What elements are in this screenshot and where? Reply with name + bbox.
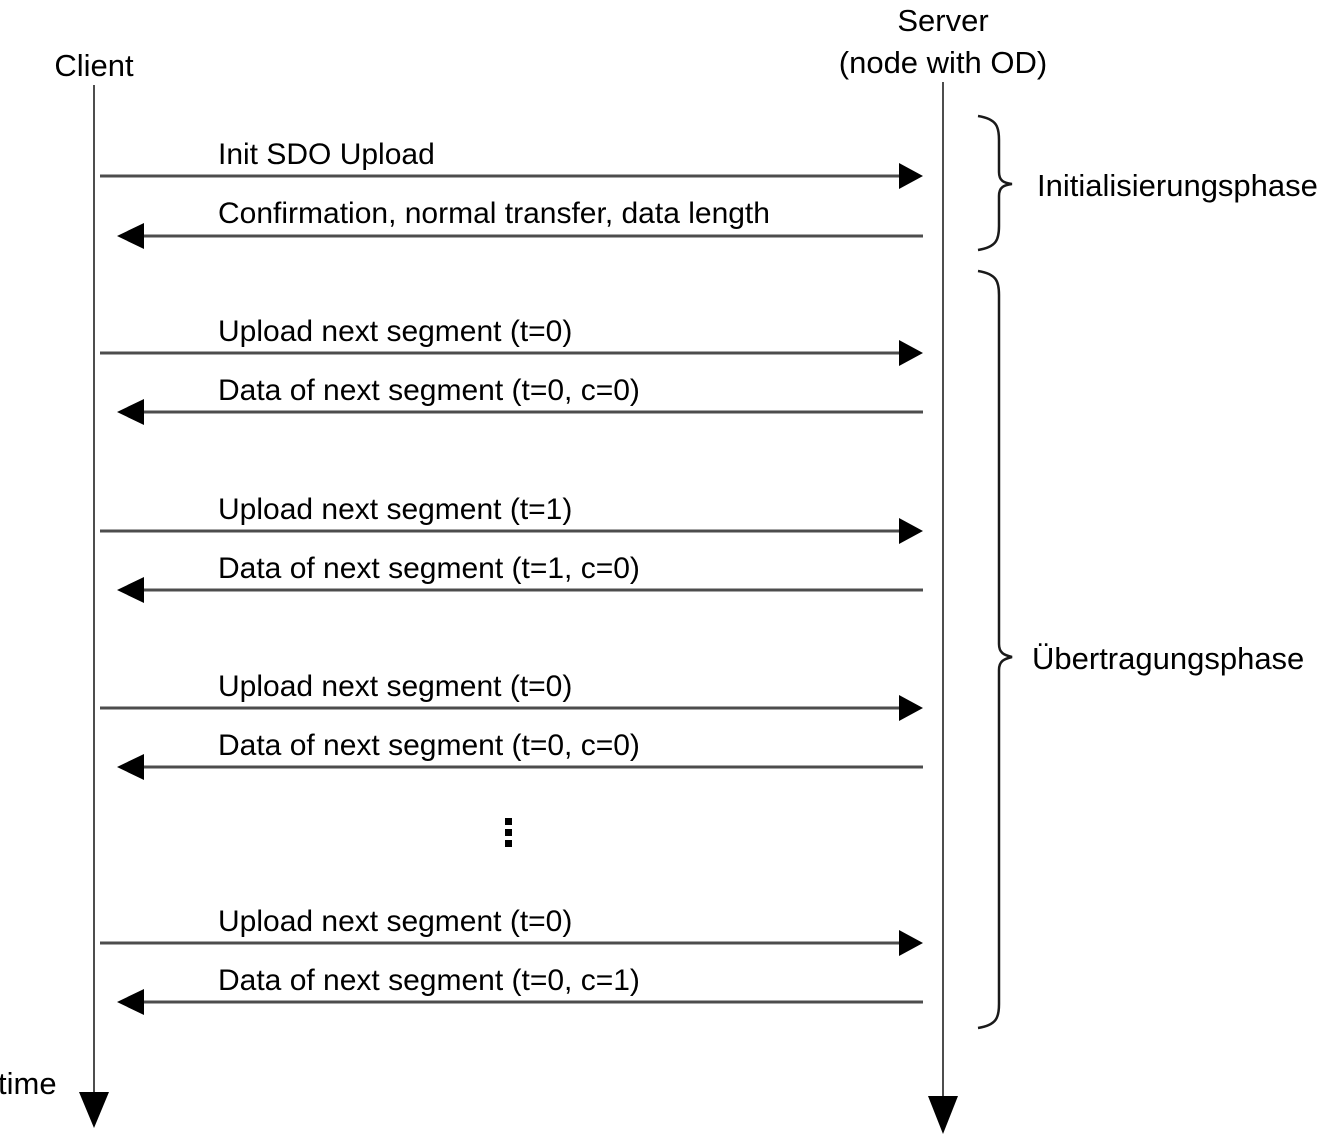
message-2: Confirmation, normal transfer, data leng… xyxy=(117,197,923,249)
message-arrowhead-6 xyxy=(117,577,144,603)
message-1: Init SDO Upload xyxy=(100,138,923,189)
brace-path-init xyxy=(977,114,1013,252)
phase-label-init: Initialisierungsphase xyxy=(1037,168,1318,203)
brace-path-transfer xyxy=(977,269,1013,1030)
message-label-1: Init SDO Upload xyxy=(218,138,435,171)
message-arrowhead-1 xyxy=(899,163,923,189)
message-arrowhead-4 xyxy=(117,399,144,425)
time-axis-label: time xyxy=(0,1066,57,1101)
lifeline-label-client: Client xyxy=(54,48,134,83)
message-label-3: Upload next segment (t=0) xyxy=(218,315,572,348)
message-arrowhead-7 xyxy=(899,695,923,721)
phase-brace-transfer: Übertragungsphase xyxy=(977,269,1304,1030)
phase-brace-init: Initialisierungsphase xyxy=(977,114,1318,252)
message-10: Data of next segment (t=0, c=1) xyxy=(117,964,923,1015)
phase-label-transfer: Übertragungsphase xyxy=(1032,641,1304,676)
lifeline-label-server-line1: Server xyxy=(897,3,988,38)
lifeline-label-server-line2: (node with OD) xyxy=(839,45,1047,80)
message-7: Upload next segment (t=0) xyxy=(100,670,923,721)
continuation-ellipsis-icon xyxy=(505,818,512,847)
lifeline-arrowhead-client xyxy=(79,1092,109,1128)
message-label-9: Upload next segment (t=0) xyxy=(218,905,572,938)
message-label-8: Data of next segment (t=0, c=0) xyxy=(218,729,640,762)
message-arrowhead-5 xyxy=(899,518,923,544)
message-arrowhead-8 xyxy=(117,754,144,780)
message-3: Upload next segment (t=0) xyxy=(100,315,923,366)
message-6: Data of next segment (t=1, c=0) xyxy=(117,552,923,603)
lifeline-server: Server (node with OD) xyxy=(839,3,1047,1134)
lifeline-client: Client xyxy=(54,48,134,1128)
message-label-6: Data of next segment (t=1, c=0) xyxy=(218,552,640,585)
message-9: Upload next segment (t=0) xyxy=(100,905,923,956)
message-5: Upload next segment (t=1) xyxy=(100,493,923,544)
message-4: Data of next segment (t=0, c=0) xyxy=(117,374,923,425)
message-label-4: Data of next segment (t=0, c=0) xyxy=(218,374,640,407)
message-label-2: Confirmation, normal transfer, data leng… xyxy=(218,197,770,230)
message-label-10: Data of next segment (t=0, c=1) xyxy=(218,964,640,997)
message-8: Data of next segment (t=0, c=0) xyxy=(117,729,923,780)
message-arrowhead-9 xyxy=(899,930,923,956)
message-label-5: Upload next segment (t=1) xyxy=(218,493,572,526)
message-arrowhead-2 xyxy=(117,223,144,249)
message-arrowhead-3 xyxy=(899,340,923,366)
lifeline-arrowhead-server xyxy=(928,1096,958,1134)
message-label-7: Upload next segment (t=0) xyxy=(218,670,572,703)
message-arrowhead-10 xyxy=(117,989,144,1015)
